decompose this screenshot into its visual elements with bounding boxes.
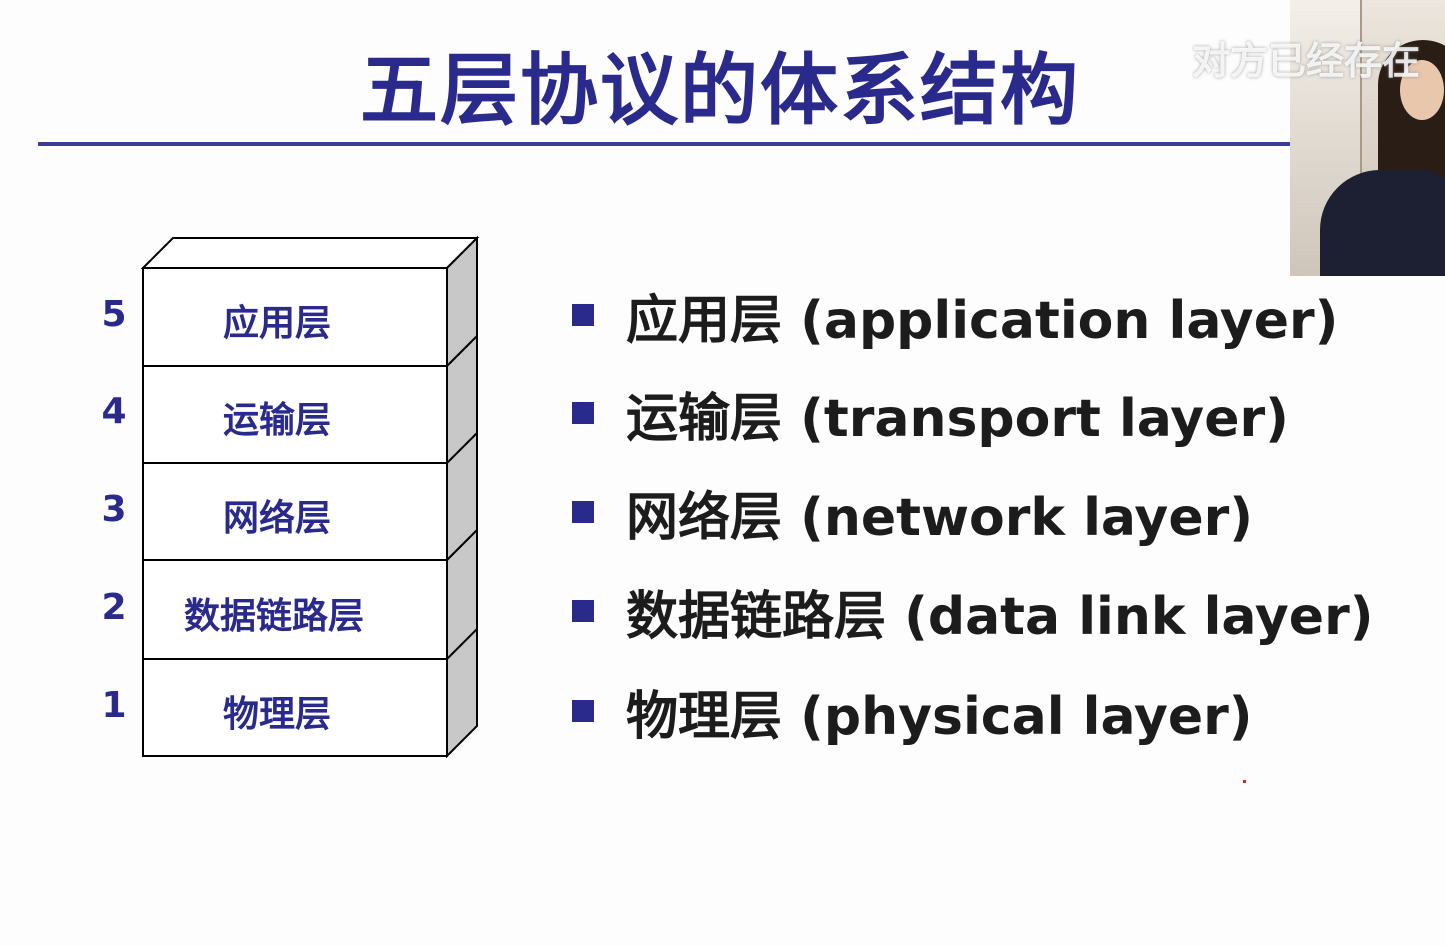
layer-number-1: 1 bbox=[101, 685, 127, 726]
webcam-person-face bbox=[1400, 60, 1444, 120]
bullet-text: 运输层 (transport layer) bbox=[626, 388, 1289, 449]
layer-label-network: 网络层 bbox=[222, 498, 331, 539]
layer-number-2: 2 bbox=[101, 587, 127, 628]
layer-number-4: 4 bbox=[101, 391, 127, 432]
layer-box-4 bbox=[142, 365, 448, 464]
side-divider bbox=[446, 432, 478, 464]
bullet-text: 网络层 (network layer) bbox=[626, 487, 1253, 548]
stack-side-face bbox=[446, 235, 478, 759]
title-divider bbox=[38, 142, 1290, 146]
side-divider bbox=[446, 335, 478, 367]
stack-top-face bbox=[140, 237, 480, 269]
bullet-square-icon bbox=[572, 600, 594, 622]
side-divider bbox=[446, 529, 478, 561]
layer-label-physical: 物理层 bbox=[222, 694, 331, 735]
layer-number-3: 3 bbox=[101, 489, 127, 530]
bullet-item-network: 网络层 (network layer) bbox=[572, 477, 1432, 548]
slide-title: 五层协议的体系结构 bbox=[360, 46, 1081, 136]
bullet-item-transport: 运输层 (transport layer) bbox=[572, 378, 1432, 449]
layer-label-data-link: 数据链路层 bbox=[183, 596, 364, 637]
bullet-item-physical: 物理层 (physical layer) bbox=[572, 676, 1432, 747]
webcam-video-overlay bbox=[1290, 0, 1445, 276]
laser-pointer-dot bbox=[1243, 780, 1246, 783]
layer-box-3 bbox=[142, 462, 448, 561]
bullet-text: 物理层 (physical layer) bbox=[626, 686, 1253, 747]
bullet-square-icon bbox=[572, 700, 594, 722]
webcam-person-body bbox=[1320, 170, 1445, 276]
bullet-square-icon bbox=[572, 501, 594, 523]
bullet-item-data-link: 数据链路层 (data link layer) bbox=[572, 576, 1432, 647]
bullet-text: 数据链路层 (data link layer) bbox=[626, 586, 1374, 647]
layer-label-application: 应用层 bbox=[222, 303, 331, 344]
danmaku-overlay-text: 对方已经存在 bbox=[1192, 39, 1421, 83]
bullet-square-icon bbox=[572, 304, 594, 326]
layer-number-5: 5 bbox=[101, 294, 127, 335]
bullet-square-icon bbox=[572, 402, 594, 424]
bullet-text: 应用层 (application layer) bbox=[626, 290, 1339, 351]
side-divider bbox=[446, 628, 478, 660]
bullet-item-application: 应用层 (application layer) bbox=[572, 280, 1432, 351]
layer-box-1 bbox=[142, 658, 448, 757]
layer-box-2 bbox=[142, 559, 448, 660]
layer-box-5 bbox=[142, 267, 448, 367]
layer-label-transport: 运输层 bbox=[222, 400, 331, 441]
